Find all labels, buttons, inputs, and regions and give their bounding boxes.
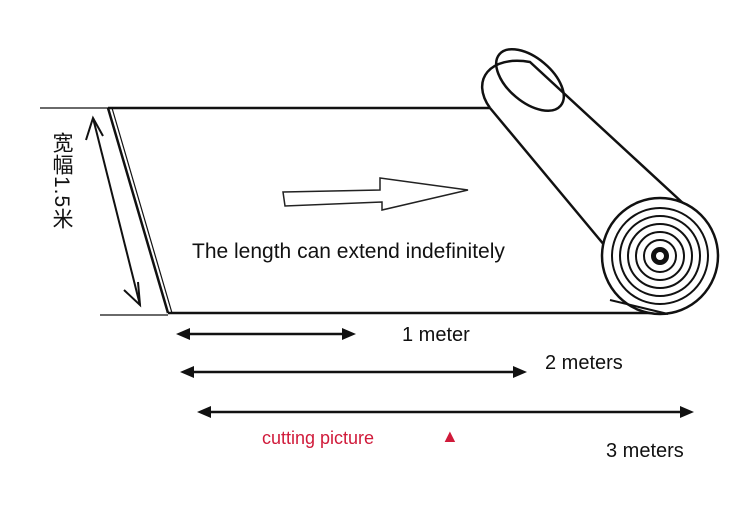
fabric-sheet — [106, 106, 655, 315]
direction-arrow-icon — [282, 177, 469, 211]
width-label: 宽幅1.5米 — [50, 132, 73, 231]
cutting-label: cutting picture — [262, 428, 375, 448]
measure-arrow-3m — [197, 406, 694, 418]
roll-end-rings — [611, 207, 709, 305]
width-arrow-icon — [85, 115, 142, 308]
measure-label-3m: 3 meters — [606, 440, 684, 462]
fabric-roll — [480, 48, 720, 316]
measure-arrow-1m — [176, 328, 356, 340]
cutting-marker-icon: ▲ — [441, 426, 459, 446]
measure-label-2m: 2 meters — [545, 352, 623, 374]
measure-label-1m: 1 meter — [402, 324, 470, 346]
roll-bottom-edge — [609, 299, 669, 315]
measure-arrow-2m — [180, 366, 527, 378]
roll-description: The length can extend indefinitely — [192, 240, 505, 263]
width-guide-lines — [40, 107, 168, 316]
